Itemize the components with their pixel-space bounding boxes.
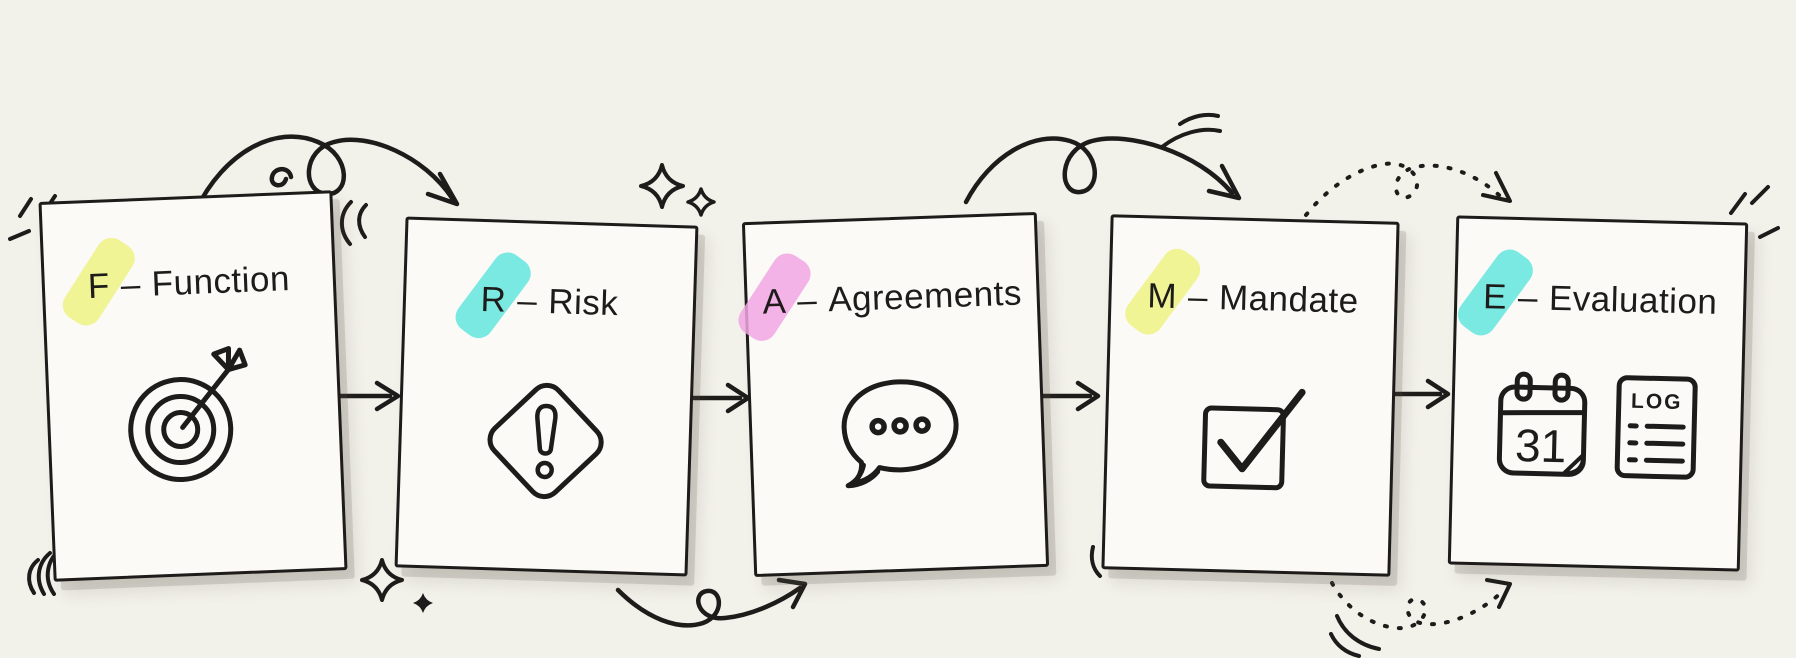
card-letter: A <box>761 281 787 322</box>
card-agreements: A – Agreements <box>732 211 1050 578</box>
card-evaluation: E – Evaluation 31 LOG <box>1447 215 1749 572</box>
sparkle-icon <box>360 558 433 613</box>
card-letter: R <box>479 279 507 320</box>
card-function-title: F – Function <box>44 232 333 332</box>
calendar-day-label: 31 <box>1514 419 1566 472</box>
motion-lines-icon <box>339 200 368 246</box>
card-mandate: M – Mandate <box>1101 214 1400 577</box>
flow-arrow-icon <box>333 380 401 412</box>
calendar-icon: 31 <box>1496 371 1588 477</box>
card-letter: F <box>87 266 111 307</box>
sparkle-icon <box>639 163 716 217</box>
card-letter: M <box>1146 276 1178 317</box>
card-word: Function <box>150 259 291 304</box>
card-evaluation-title: E – Evaluation <box>1451 243 1744 342</box>
loop-arrow-icon <box>615 577 808 628</box>
card-risk: R – Risk <box>394 216 699 577</box>
card-word: Risk <box>547 282 619 324</box>
flow-arrow-icon <box>1037 380 1101 412</box>
loop-arrow-icon <box>963 112 1242 205</box>
card-risk-title: R – Risk <box>405 246 693 345</box>
flow-arrow-icon <box>1387 378 1451 410</box>
card-mandate-title: M – Mandate <box>1111 242 1395 341</box>
target-icon <box>128 346 248 483</box>
flow-arrow-icon <box>687 382 751 414</box>
log-title-label: LOG <box>1631 390 1683 414</box>
card-word: Mandate <box>1218 278 1360 321</box>
motion-lines-icon <box>1729 185 1780 239</box>
warning-diamond-icon <box>487 382 604 500</box>
dashed-loop-arrow-icon <box>1329 578 1512 658</box>
card-letter: E <box>1482 277 1508 317</box>
dashed-loop-arrow-icon <box>1304 161 1512 217</box>
log-document-icon: LOG <box>1614 375 1698 480</box>
card-word: Agreements <box>827 273 1023 320</box>
evaluation-icons: 31 LOG <box>1492 367 1703 484</box>
checkbox-check-icon <box>1200 388 1306 491</box>
motion-lines-icon <box>1089 545 1102 578</box>
card-agreements-title: A – Agreements <box>732 247 1037 347</box>
card-function: F – Function <box>38 190 348 582</box>
speech-bubble-icon <box>841 379 959 489</box>
card-word: Evaluation <box>1548 278 1718 322</box>
